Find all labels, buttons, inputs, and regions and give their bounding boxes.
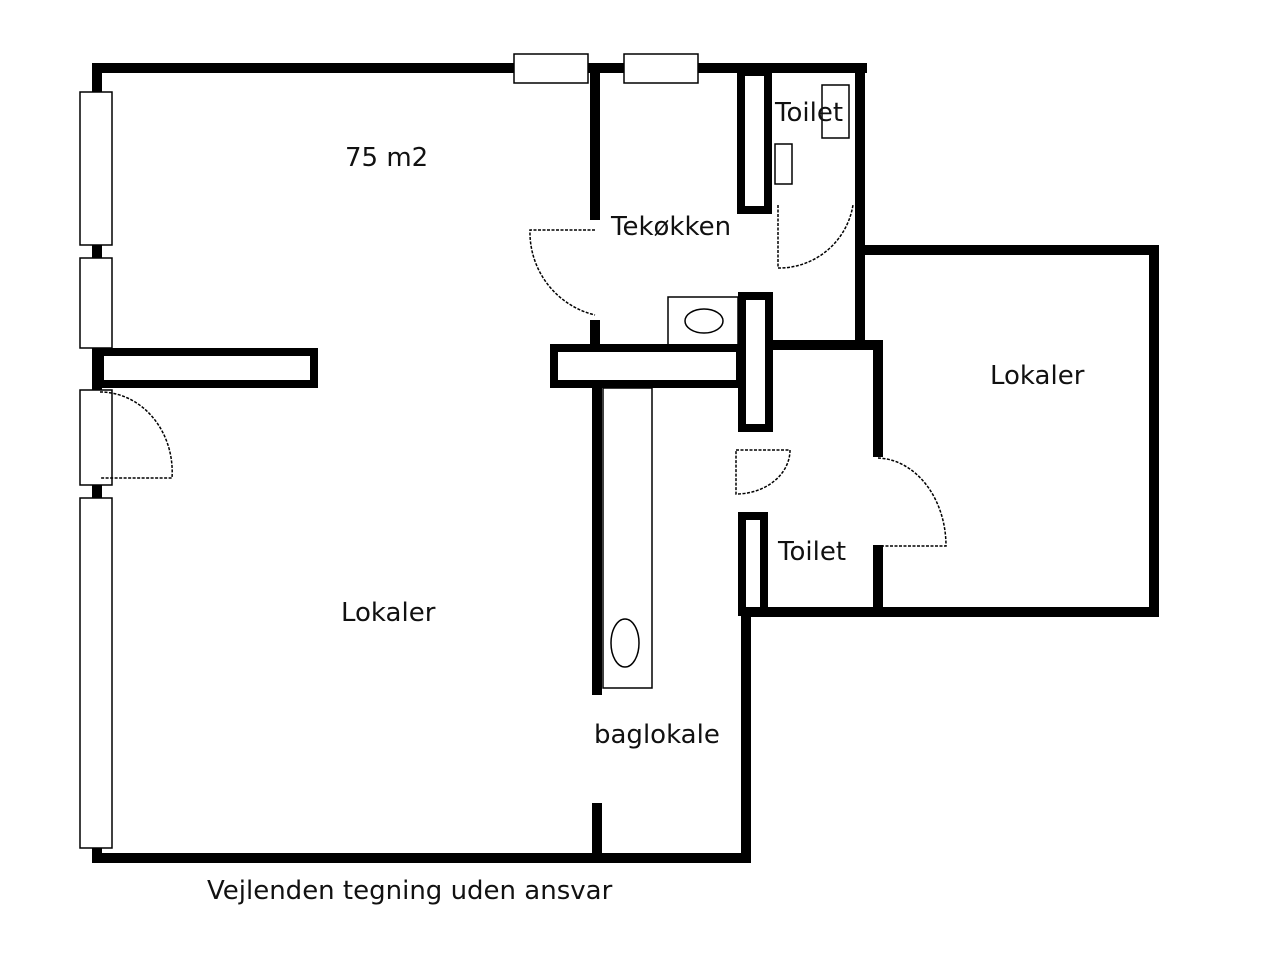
kitchen-door-swing [529, 229, 596, 316]
toilet-partition-bottom [738, 512, 768, 616]
left-partition [96, 348, 318, 388]
toilet-cistern-icon [821, 84, 850, 139]
counter [602, 387, 653, 689]
toilet-bowl-icon [774, 143, 793, 185]
toilet-top-label: Toilet [775, 98, 844, 128]
toilet-bottom-label: Toilet [778, 537, 847, 567]
entrance-door-swing [99, 391, 173, 479]
windows [79, 53, 699, 849]
middle-partition [550, 344, 744, 388]
tea-kitchen-label: Tekøkken [611, 212, 732, 242]
annex-door-swing [877, 457, 947, 547]
thick-partitions [96, 68, 773, 616]
main-room-label: Lokaler [341, 598, 436, 628]
sink-counter [667, 296, 739, 346]
toilet-door-swing [777, 204, 854, 269]
area-label: 75 m2 [345, 143, 429, 173]
toilet-partition-top [737, 68, 772, 214]
sink-icon [610, 618, 640, 668]
doors [99, 204, 947, 547]
window [79, 257, 113, 349]
fixtures [602, 84, 850, 689]
back-room-label: baglokale [594, 720, 720, 750]
window [79, 389, 113, 486]
toilet-partition-middle [738, 292, 773, 432]
annex-room-label: Lokaler [990, 361, 1085, 391]
disclaimer-label: Vejlenden tegning uden ansvar [207, 876, 613, 906]
lower-toilet-door-swing [735, 449, 791, 495]
window [79, 91, 113, 246]
window [623, 53, 699, 84]
window [79, 497, 113, 849]
window [513, 53, 589, 84]
annex-wall [741, 245, 1159, 617]
lower-toilet-wall [767, 340, 883, 457]
sink-icon [684, 308, 724, 334]
